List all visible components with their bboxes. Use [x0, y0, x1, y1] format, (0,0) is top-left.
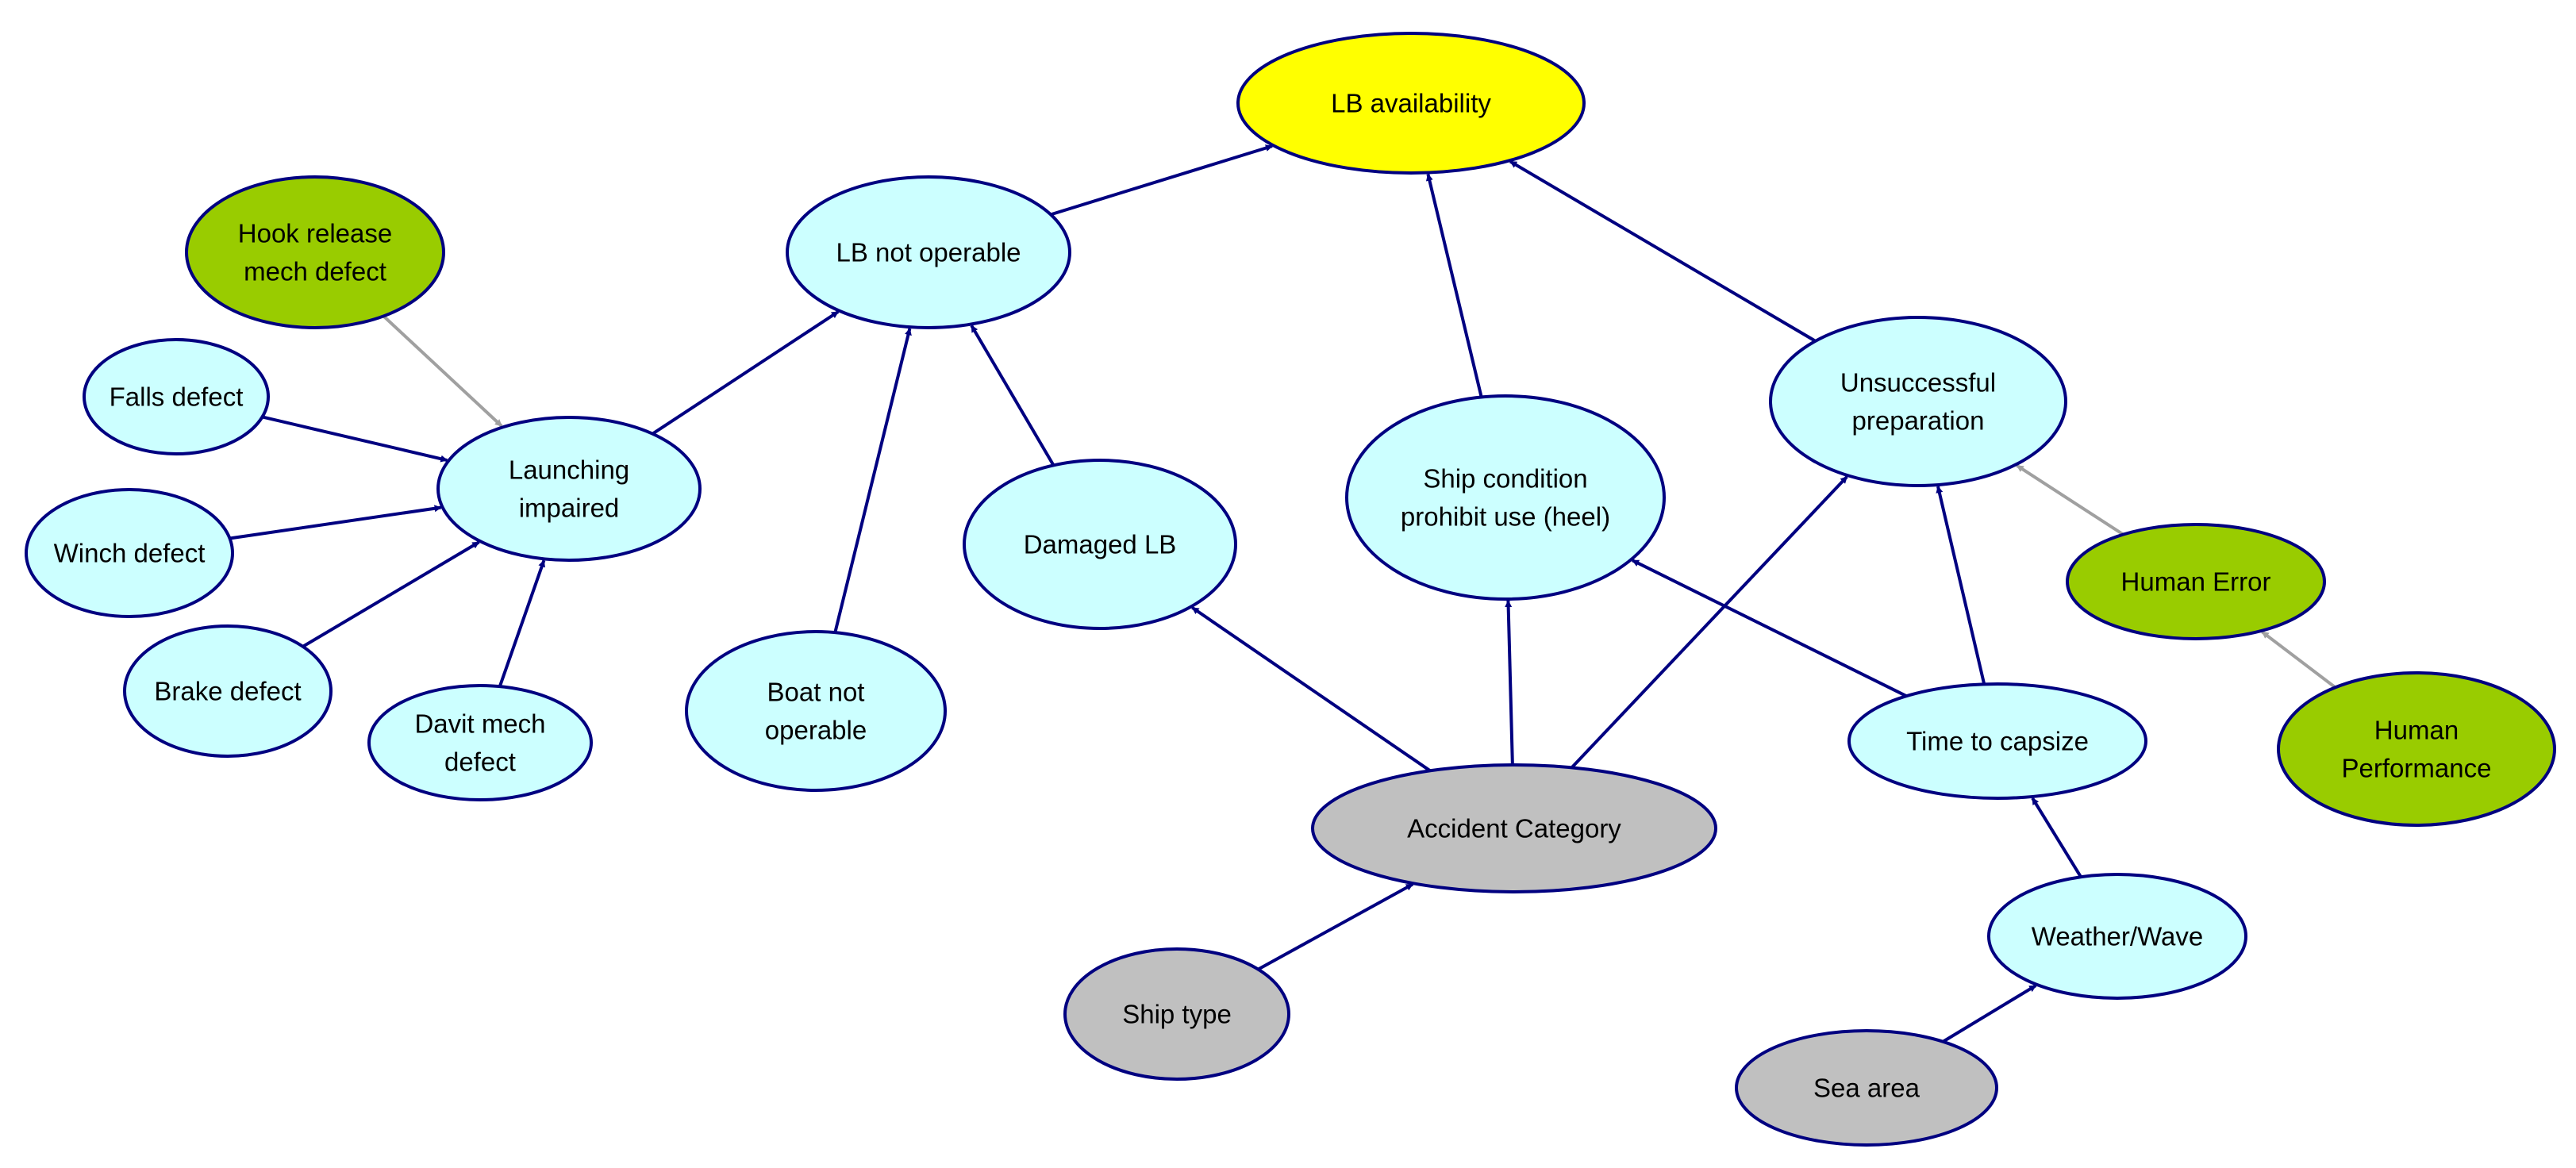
- edge-unsuccessful-preparation-to-lb-availability: [1509, 159, 1817, 343]
- node-unsuccessful-preparation: Unsuccessful preparation: [1769, 316, 2067, 487]
- node-falls-defect: Falls defect: [83, 338, 270, 455]
- node-label-davit-mech-defect: defect: [444, 747, 516, 777]
- node-label-launching-impaired: impaired: [519, 494, 620, 523]
- node-label-boat-not-operable: Boat not: [767, 678, 865, 707]
- edge-ship-condition-to-lb-availability: [1425, 173, 1483, 398]
- node-label-launching-impaired: Launching: [509, 455, 629, 485]
- node-label-hook-release: Hook release: [238, 219, 392, 248]
- edge-accident-category-to-ship-condition: [1505, 600, 1514, 766]
- node-accident-category: Accident Category: [1311, 763, 1717, 893]
- edge-accident-category-to-unsuccessful-preparation: [1571, 475, 1848, 769]
- node-label-human-performance: Performance: [2342, 754, 2492, 783]
- node-shape-boat-not-operable: [685, 630, 947, 792]
- edge-winch-defect-to-launching-impaired: [229, 505, 442, 540]
- node-label-lb-availability: LB availability: [1331, 89, 1491, 118]
- node-shape-davit-mech-defect: [367, 684, 593, 801]
- edge-weather-wave-to-time-to-capsize: [2031, 797, 2082, 878]
- node-shape-damaged-lb: [963, 459, 1237, 630]
- node-human-error: Human Error: [2066, 523, 2326, 640]
- node-boat-not-operable: Boat not operable: [685, 630, 947, 792]
- edge-lb-not-operable-to-lb-availability: [1050, 144, 1273, 217]
- node-shape-lb-not-operable: [786, 175, 1071, 329]
- edge-hook-release-to-launching-impaired: [382, 314, 503, 428]
- nodes-layer: LB availability LB not operable Hook relea…: [25, 32, 2556, 1147]
- node-label-human-performance: Human: [2374, 716, 2459, 745]
- node-shape-falls-defect: [83, 338, 270, 455]
- node-label-sea-area: Sea area: [1813, 1074, 1920, 1103]
- node-label-damaged-lb: Damaged LB: [1024, 530, 1177, 559]
- node-label-weather-wave: Weather/Wave: [2032, 922, 2203, 951]
- node-shape-weather-wave: [1987, 873, 2247, 1000]
- node-hook-release: Hook release mech defect: [185, 175, 445, 329]
- edge-accident-category-to-damaged-lb: [1191, 606, 1432, 772]
- node-label-ship-type: Ship type: [1122, 1000, 1232, 1029]
- node-lb-availability: LB availability: [1236, 32, 1586, 175]
- node-shape-ship-condition: [1345, 394, 1666, 601]
- node-shape-sea-area: [1735, 1029, 1998, 1147]
- node-label-davit-mech-defect: Davit mech: [414, 709, 545, 739]
- edge-boat-not-operable-to-lb-not-operable: [833, 328, 912, 633]
- node-shape-human-performance: [2277, 671, 2556, 827]
- node-lb-not-operable: LB not operable: [786, 175, 1071, 329]
- node-winch-defect: Winch defect: [25, 488, 234, 618]
- node-label-unsuccessful-preparation: preparation: [1852, 406, 1985, 436]
- node-damaged-lb: Damaged LB: [963, 459, 1237, 630]
- node-shape-time-to-capsize: [1847, 682, 2147, 800]
- node-sea-area: Sea area: [1735, 1029, 1998, 1147]
- node-label-brake-defect: Brake defect: [154, 677, 301, 706]
- node-label-lb-not-operable: LB not operable: [836, 238, 1021, 267]
- node-label-boat-not-operable: operable: [765, 716, 867, 745]
- node-shape-ship-type: [1063, 947, 1290, 1081]
- edge-davit-mech-defect-to-launching-impaired: [498, 559, 546, 687]
- edge-human-error-to-unsuccessful-preparation: [2016, 464, 2124, 536]
- node-shape-hook-release: [185, 175, 445, 329]
- node-weather-wave: Weather/Wave: [1987, 873, 2247, 1000]
- node-label-ship-condition: Ship condition: [1423, 464, 1587, 494]
- node-label-unsuccessful-preparation: Unsuccessful: [1840, 368, 1996, 398]
- node-launching-impaired: Launching impaired: [436, 416, 702, 562]
- node-label-accident-category: Accident Category: [1407, 814, 1621, 843]
- edge-falls-defect-to-launching-impaired: [262, 415, 448, 463]
- edge-brake-defect-to-launching-impaired: [302, 540, 480, 648]
- node-label-winch-defect: Winch defect: [54, 539, 206, 568]
- node-shape-winch-defect: [25, 488, 234, 618]
- node-shape-unsuccessful-preparation: [1769, 316, 2067, 487]
- edge-human-performance-to-human-error: [2261, 630, 2336, 689]
- node-time-to-capsize: Time to capsize: [1847, 682, 2147, 800]
- edge-ship-type-to-accident-category: [1257, 882, 1414, 971]
- node-shape-human-error: [2066, 523, 2326, 640]
- node-ship-type: Ship type: [1063, 947, 1290, 1081]
- node-ship-condition: Ship condition prohibit use (heel): [1345, 394, 1666, 601]
- edge-damaged-lb-to-lb-not-operable: [970, 325, 1055, 467]
- node-shape-lb-availability: [1236, 32, 1586, 175]
- node-label-falls-defect: Falls defect: [110, 382, 244, 412]
- edge-time-to-capsize-to-unsuccessful-preparation: [1936, 486, 1986, 685]
- node-label-hook-release: mech defect: [244, 257, 386, 286]
- node-brake-defect: Brake defect: [123, 624, 333, 758]
- edge-launching-impaired-to-lb-not-operable: [652, 310, 840, 436]
- edge-sea-area-to-weather-wave: [1942, 984, 2037, 1043]
- node-shape-launching-impaired: [436, 416, 702, 562]
- node-shape-brake-defect: [123, 624, 333, 758]
- node-label-time-to-capsize: Time to capsize: [1906, 727, 2089, 756]
- node-label-ship-condition: prohibit use (heel): [1401, 502, 1610, 532]
- node-label-human-error: Human Error: [2121, 567, 2271, 597]
- node-davit-mech-defect: Davit mech defect: [367, 684, 593, 801]
- edges-layer: [229, 144, 2336, 1043]
- edge-time-to-capsize-to-ship-condition: [1632, 559, 1908, 697]
- node-shape-accident-category: [1311, 763, 1717, 893]
